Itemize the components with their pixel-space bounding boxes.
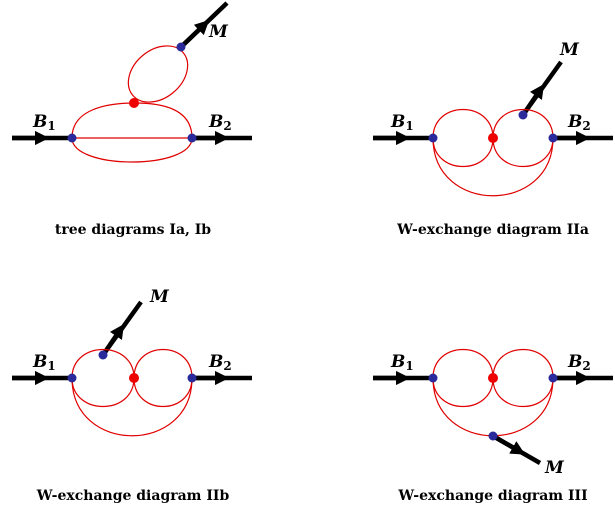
quark-line-outer [432, 377, 554, 437]
b1-label: B1 [32, 112, 56, 133]
strong-vertex [187, 373, 197, 383]
meson-vertex [176, 42, 186, 52]
diagram-w-exchange-IIa: B1 B2 M W-exchange diagram IIa [373, 40, 613, 238]
strong-vertex [428, 133, 438, 143]
quark-line-left-lower [71, 377, 135, 408]
strong-vertex [548, 133, 558, 143]
meson-label: M [149, 287, 170, 307]
meson-arrow [101, 324, 125, 357]
b1-label: B1 [32, 352, 56, 373]
diagram-caption: W-exchange diagram III [397, 488, 587, 504]
diagram-tree: B1 B2 M tree diagrams Ia, Ib [12, 1, 252, 238]
weak-vertex [488, 133, 498, 143]
diagram-w-exchange-III: B1 B2 M W-exchange diagram III [373, 348, 613, 504]
weak-vertex [129, 373, 139, 383]
meson-arrow [521, 84, 545, 117]
weak-vertex [488, 373, 498, 383]
quark-line-right-lower [492, 377, 554, 408]
diagram-w-exchange-IIb: B1 B2 M W-exchange diagram IIb [12, 287, 252, 504]
quark-line-left-lower [432, 137, 494, 168]
meson-label: M [559, 40, 580, 60]
strong-vertex [548, 373, 558, 383]
diagram-caption: W-exchange diagram IIa [396, 222, 589, 238]
diagram-caption: W-exchange diagram IIb [36, 488, 230, 504]
meson-arrow [491, 434, 526, 455]
quark-line-right-upper [492, 348, 554, 379]
meson-loop [127, 45, 189, 103]
b2-label: B2 [567, 352, 591, 373]
b2-label: B2 [208, 112, 232, 133]
quark-line-left-upper [432, 348, 494, 379]
meson-arrow [179, 20, 210, 49]
weak-vertex [129, 98, 139, 108]
meson-vertex [98, 350, 108, 360]
meson-label: M [208, 22, 229, 42]
quark-line-left-lower [432, 377, 494, 408]
b2-label: B2 [208, 352, 232, 373]
diagram-caption: tree diagrams Ia, Ib [55, 222, 211, 238]
b2-label: B2 [567, 112, 591, 133]
quark-line-right-upper [133, 348, 193, 379]
meson-label: M [544, 458, 565, 478]
quark-line-right-lower [133, 377, 193, 408]
quark-line-right-lower [492, 137, 554, 168]
quark-line-outer [432, 137, 554, 197]
quark-line-left-upper [71, 348, 135, 379]
quark-line-outer [71, 377, 193, 437]
strong-vertex [187, 133, 197, 143]
quark-line-lower [71, 137, 193, 163]
meson-vertex [488, 431, 498, 441]
b1-label: B1 [390, 352, 414, 373]
quark-line-right-upper [492, 108, 554, 139]
meson-vertex [518, 110, 528, 120]
quark-line-upper [71, 102, 193, 139]
strong-vertex [67, 133, 77, 143]
b1-label: B1 [390, 112, 414, 133]
strong-vertex [67, 373, 77, 383]
quark-line-left-upper [432, 108, 494, 139]
strong-vertex [428, 373, 438, 383]
